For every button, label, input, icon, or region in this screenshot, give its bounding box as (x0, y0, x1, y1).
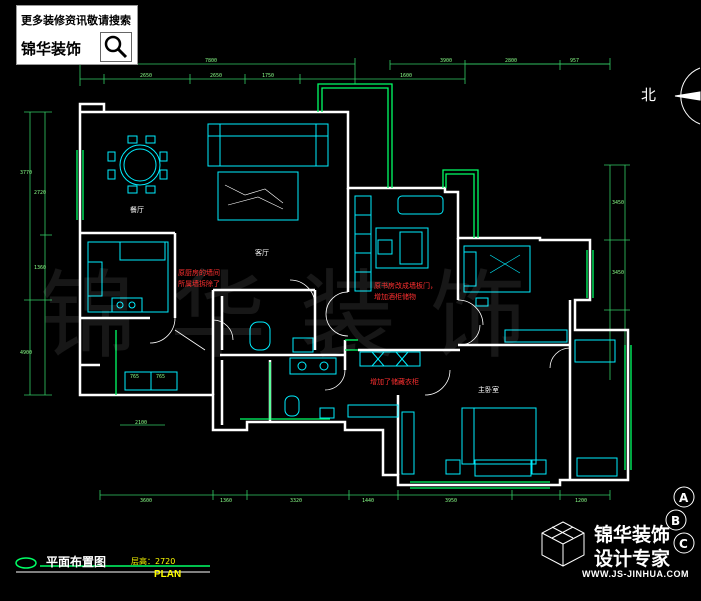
dim-right-segment: 3450 (612, 200, 625, 206)
dim-inner-segment: 765 (130, 374, 140, 380)
logo-cube (541, 521, 585, 567)
logo-line-1: 锦华装饰 (594, 524, 671, 546)
svg-text:B: B (671, 514, 680, 528)
dim-top-segment: 1750 (262, 73, 275, 79)
dim-left-segment: 1360 (34, 265, 47, 271)
dim-bottom-segment: 1200 (575, 498, 588, 504)
section-markers (665, 486, 695, 554)
dim-left-segment: 3770 (20, 170, 33, 176)
search-button[interactable] (100, 32, 132, 62)
dim-top-segment: 957 (570, 58, 580, 64)
header-tagline: 更多装修资讯敬请搜索 (21, 14, 131, 27)
note-study-door-2: 增加酒柜储物 (374, 293, 416, 301)
dim-left-segment: 2720 (34, 190, 47, 196)
dim-bottom-segment: 3320 (290, 498, 303, 504)
plan-height-note: 层高：2720 (131, 557, 176, 566)
note-kitchen-wall-1: 原厨房的墙间 (178, 269, 220, 277)
header-brand: 锦华装饰 (21, 40, 82, 58)
walls (78, 102, 630, 487)
room-label-living: 客厅 (255, 249, 269, 257)
dim-top-overall: 7800 (205, 58, 218, 64)
title-symbol (15, 557, 210, 573)
dim-top-segment: 3900 (440, 58, 453, 64)
north-arrow (674, 67, 701, 125)
room-label-master-bedroom: 主卧室 (478, 386, 499, 394)
header-badge: 更多装修资讯敬请搜索 锦华装饰 (16, 5, 138, 65)
logo-url: WWW.JS-JINHUA.COM (582, 569, 689, 579)
plan-title: 平面布置图 (46, 555, 107, 569)
dim-inner-segment: 765 (156, 374, 166, 380)
dim-right-segment: 3450 (612, 270, 625, 276)
dim-bottom-segment: 3950 (445, 498, 458, 504)
room-label-dining: 餐厅 (130, 206, 144, 214)
dim-left-segment: 4900 (20, 350, 33, 356)
north-label: 北 (641, 86, 657, 104)
dim-bottom-segment: 1360 (220, 498, 233, 504)
dim-bottom-segment: 1440 (362, 498, 375, 504)
top-dimension-lines (79, 58, 611, 86)
logo-line-2: 设计专家 (594, 548, 671, 570)
section-marker-letters: A B C (671, 491, 689, 551)
dim-bottom-segment: 3600 (140, 498, 153, 504)
svg-text:A: A (679, 491, 689, 505)
note-study-door-1: 原书房改成墙板门， (374, 282, 437, 290)
svg-text:C: C (679, 537, 688, 551)
dim-top-segment: 2650 (140, 73, 153, 79)
plan-subtitle: PLAN (154, 569, 182, 580)
bottom-dimension-lines (99, 490, 611, 500)
side-dimension-lines (24, 111, 630, 426)
dim-inner-segment: 2100 (135, 420, 148, 426)
dim-top-segment: 2650 (210, 73, 223, 79)
windows (76, 83, 632, 489)
note-corridor: 增加了储藏衣柜 (370, 378, 419, 386)
search-icon (104, 35, 128, 59)
door-swings (149, 279, 571, 396)
furniture (87, 123, 618, 477)
note-kitchen-wall-2: 所属墙拆除了 (178, 280, 220, 288)
dim-top-segment: 1600 (400, 73, 413, 79)
dim-top-segment: 2800 (505, 58, 518, 64)
